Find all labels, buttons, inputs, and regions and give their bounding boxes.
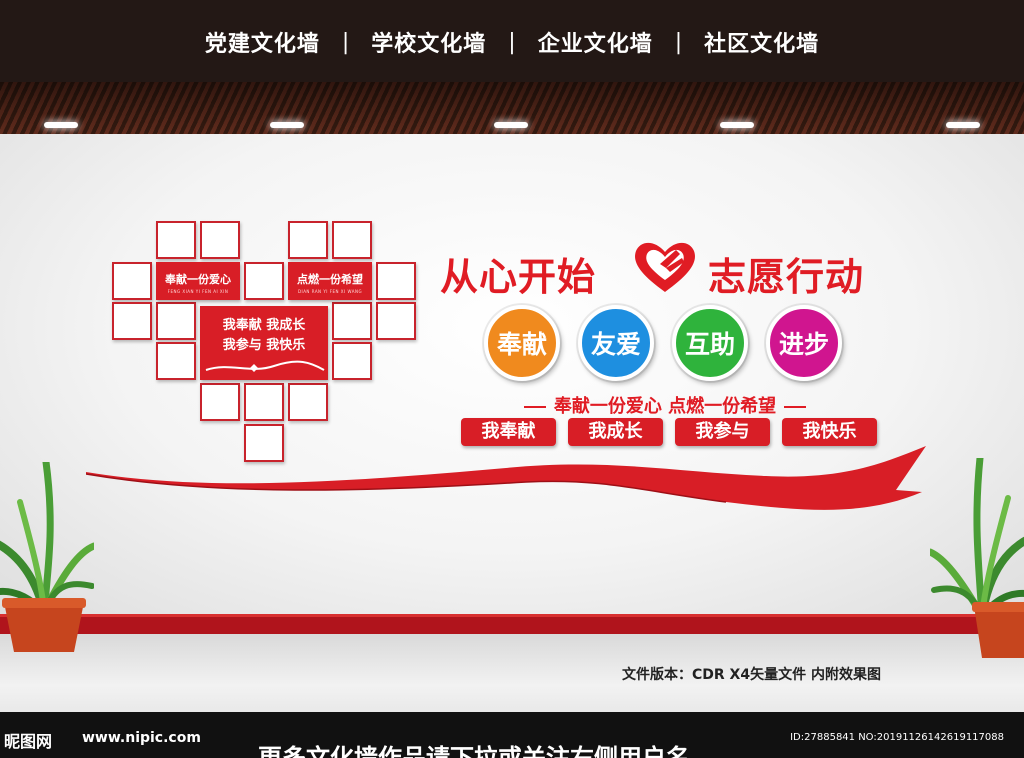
- photo-frame: [156, 342, 196, 380]
- nav-item-enterprise[interactable]: 企业文化墙: [537, 32, 653, 57]
- photo-frame: [288, 383, 328, 421]
- floor: [0, 634, 1024, 720]
- category-nav: 党建文化墙 | 学校文化墙 | 企业文化墙 | 社区文化墙: [0, 24, 1024, 60]
- image-id-text: ID:27885841 NO:20191126142619117088: [790, 732, 1004, 743]
- ceiling-light: [270, 122, 304, 128]
- pill-dedicate: 我奉献: [461, 418, 556, 446]
- heart-panel-left: 奉献一份爱心 FENG XIAN YI FEN AI XIN: [156, 262, 240, 300]
- photo-frame: [244, 383, 284, 421]
- photo-frame: [332, 221, 372, 259]
- heart-panel-right: 点燃一份希望 DIAN RAN YI FEN XI WANG: [288, 262, 372, 300]
- nav-separator: |: [508, 29, 516, 55]
- potted-plant-right: [930, 458, 1024, 658]
- wood-ceiling: [0, 82, 1024, 134]
- nav-item-party[interactable]: 党建文化墙: [204, 32, 320, 57]
- ribbon-wave-icon: [205, 360, 325, 372]
- photo-frame: [112, 302, 152, 340]
- top-banner: 党建文化墙 | 学校文化墙 | 企业文化墙 | 社区文化墙: [0, 0, 1024, 82]
- photo-frame: [332, 302, 372, 340]
- value-circle-dedication: 奉献: [484, 305, 560, 381]
- value-circle-friendship: 友爱: [578, 305, 654, 381]
- more-works-text: 更多文化墙作品请下拉或关注右侧用户名: [258, 744, 690, 758]
- file-version-note: 文件版本：CDR X4矢量文件 内附效果图: [622, 667, 881, 683]
- value-circle-mutual-help: 互助: [672, 305, 748, 381]
- photo-frame: [288, 221, 328, 259]
- photo-frame: [156, 221, 196, 259]
- red-ribbon: [86, 446, 926, 510]
- photo-frame: [156, 302, 196, 340]
- ceiling-light: [720, 122, 754, 128]
- bottom-banner: 昵图网 www.nipic.com 更多文化墙作品请下拉或关注右侧用户名 ID:…: [0, 712, 1024, 758]
- ceiling-light: [494, 122, 528, 128]
- nav-separator: |: [674, 29, 683, 55]
- heart-panel-center: 我奉献 我成长 我参与 我快乐: [200, 306, 328, 380]
- pill-grow: 我成长: [568, 418, 663, 446]
- nav-item-school[interactable]: 学校文化墙: [371, 32, 487, 57]
- photo-frame: [200, 221, 240, 259]
- nav-separator: |: [341, 29, 350, 55]
- value-circle-progress: 进步: [766, 305, 842, 381]
- ceiling-light: [946, 122, 980, 128]
- photo-frame: [112, 262, 152, 300]
- potted-plant-left: [0, 462, 94, 652]
- ceiling-light: [44, 122, 78, 128]
- photo-frame: [244, 262, 284, 300]
- skirting-board: [0, 614, 1024, 634]
- photo-frame: [200, 383, 240, 421]
- photo-frame: [376, 302, 416, 340]
- photo-frame: [332, 342, 372, 380]
- slogan-left: 从心开始: [440, 255, 597, 299]
- nav-item-community[interactable]: 社区文化墙: [704, 32, 820, 57]
- site-logo[interactable]: 昵图网: [4, 732, 53, 751]
- slogan-right: 志愿行动: [708, 255, 865, 299]
- photo-frame: [244, 424, 284, 462]
- tagline: 奉献一份爱心 点燃一份希望: [500, 392, 830, 418]
- heart-hand-icon: [635, 242, 695, 292]
- photo-frame: [376, 262, 416, 300]
- pill-participate: 我参与: [675, 418, 770, 446]
- site-url-link[interactable]: www.nipic.com: [82, 730, 201, 746]
- pill-happy: 我快乐: [782, 418, 877, 446]
